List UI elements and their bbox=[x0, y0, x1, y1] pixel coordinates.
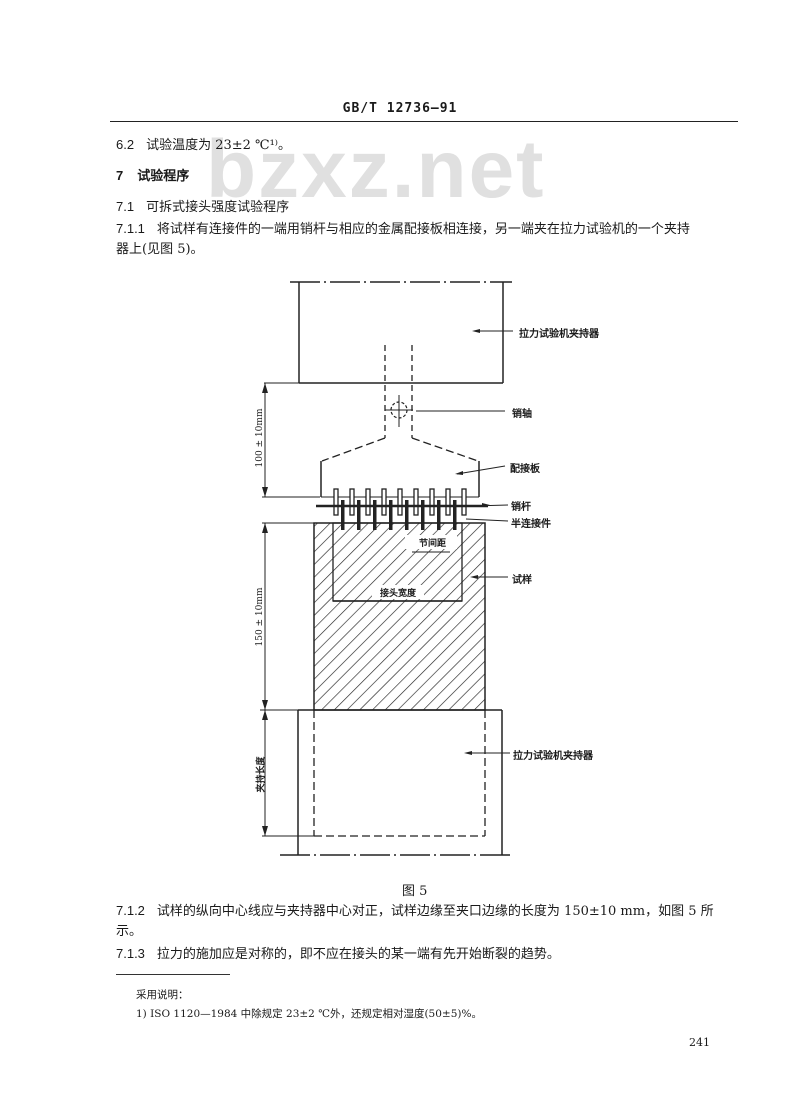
label-joint-width: 接头宽度 bbox=[380, 589, 417, 599]
section-text: 拉力的施加应是对称的，即不应在接头的某一端有先开始断裂的趋势。 bbox=[156, 947, 560, 962]
section-text: 试验温度为 23±2 ℃¹⁾。 bbox=[146, 138, 291, 153]
label-specimen: 试样 bbox=[512, 575, 532, 586]
label-pin-shaft: 销轴 bbox=[512, 409, 532, 420]
dimension-100mm: 100 ± 10mm bbox=[255, 408, 265, 468]
section-title: 试验程序 bbox=[137, 169, 190, 184]
section-number: 7 bbox=[116, 168, 124, 183]
label-upper-clamp: 拉力试验机夹持器 bbox=[519, 329, 599, 340]
header-rule bbox=[110, 121, 738, 122]
label-pitch: 节间距 bbox=[419, 539, 447, 549]
label-adapter-plate: 配接板 bbox=[510, 464, 540, 475]
section-line-1: 试样的纵向中心线应与夹持器中心对正，试样边缘至夹口边缘的长度为 150±10 m… bbox=[156, 904, 714, 919]
section-title: 可拆式接头强度试验程序 bbox=[146, 200, 290, 215]
section-line-2: 器上(见图 5)。 bbox=[116, 242, 204, 257]
section-number: 7.1.3 bbox=[116, 946, 145, 961]
figure-5-diagram bbox=[260, 281, 513, 856]
section-number: 6.2 bbox=[116, 137, 135, 152]
watermark: bzxz.net bbox=[206, 124, 546, 215]
dimension-150mm: 150 ± 10mm bbox=[255, 587, 265, 647]
footnote-heading: 采用说明： bbox=[136, 989, 189, 1001]
section-7-1-heading: 7.1 可拆式接头强度试验程序 bbox=[116, 197, 289, 218]
section-line-2: 示。 bbox=[116, 924, 143, 939]
section-number: 7.1.1 bbox=[116, 221, 145, 236]
footnote-rule bbox=[116, 974, 230, 975]
section-number: 7.1.2 bbox=[116, 903, 145, 918]
figure-caption: 图 5 bbox=[402, 884, 428, 899]
standard-code-header: GB/T 12736—91 bbox=[342, 101, 458, 116]
section-line-1: 将试样有连接件的一端用销杆与相应的金属配接板相连接，另一端夹在拉力试验机的一个夹… bbox=[156, 222, 690, 237]
label-half-connector: 半连接件 bbox=[511, 519, 551, 530]
label-pin-rod: 销杆 bbox=[511, 502, 531, 513]
section-number: 7.1 bbox=[116, 199, 135, 214]
footnote-1: 1) ISO 1120—1984 中除规定 23±2 ℃外，还规定相对湿度(50… bbox=[136, 1008, 482, 1020]
section-7-heading: 7 试验程序 bbox=[116, 166, 189, 187]
label-lower-clamp: 拉力试验机夹持器 bbox=[513, 751, 593, 762]
section-7-1-1: 7.1.1 将试样有连接件的一端用销杆与相应的金属配接板相连接，另一端夹在拉力试验… bbox=[116, 219, 740, 260]
section-7-1-2: 7.1.2 试样的纵向中心线应与夹持器中心对正，试样边缘至夹口边缘的长度为 150… bbox=[116, 901, 746, 942]
section-6-2: 6.2 试验温度为 23±2 ℃¹⁾。 bbox=[116, 135, 291, 156]
section-7-1-3: 7.1.3 拉力的施加应是对称的，即不应在接头的某一端有先开始断裂的趋势。 bbox=[116, 944, 560, 965]
page-number: 241 bbox=[689, 1036, 710, 1049]
dimension-clamp-length: 夹持长度 bbox=[256, 756, 267, 793]
